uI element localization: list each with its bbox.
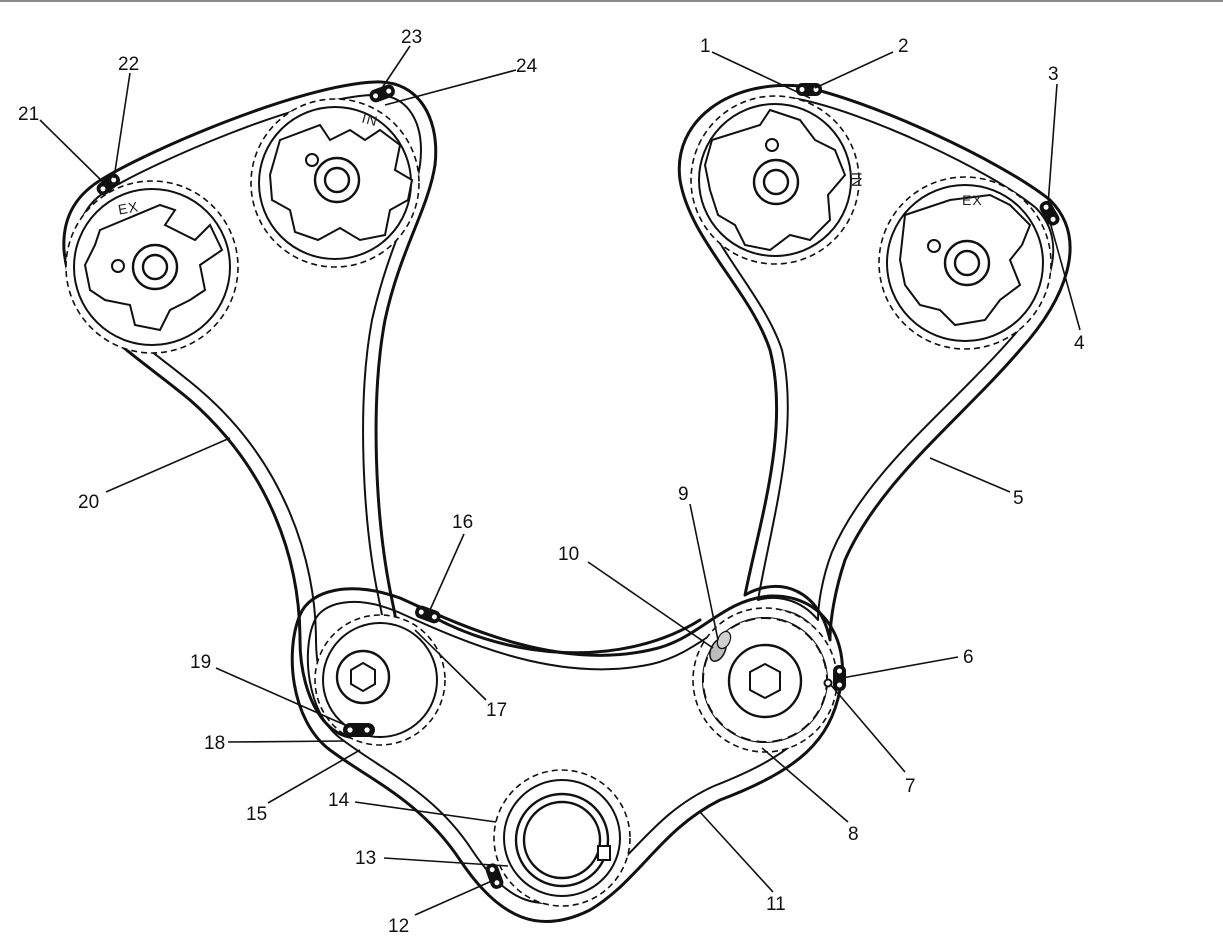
dowel-hole bbox=[111, 259, 125, 273]
timing-link-1 bbox=[796, 83, 822, 96]
callout-1: 1 bbox=[700, 36, 711, 57]
callout-21: 21 bbox=[18, 104, 39, 125]
timing-link-22 bbox=[96, 173, 121, 196]
intake-mark: IN bbox=[849, 172, 865, 188]
intake-mark: IN bbox=[360, 110, 380, 130]
callout-18: 18 bbox=[204, 733, 225, 754]
exhaust-mark: EX bbox=[962, 192, 983, 208]
top-border-line bbox=[0, 0, 1223, 2]
callout-14: 14 bbox=[328, 790, 350, 811]
callout-10: 10 bbox=[558, 544, 579, 565]
timing-link-6 bbox=[833, 665, 846, 691]
right-idler-sprocket bbox=[692, 607, 838, 753]
crankshaft-sprocket bbox=[493, 769, 631, 907]
idler-bolt-head bbox=[350, 661, 376, 693]
callout-7: 7 bbox=[905, 776, 916, 797]
timing-link-3 bbox=[1039, 200, 1060, 226]
exhaust-mark: EX bbox=[117, 198, 140, 217]
left-intake-cam-sprocket: IN bbox=[250, 98, 420, 268]
dowel-hole bbox=[765, 138, 779, 152]
crankshaft-bore-inner bbox=[522, 800, 602, 880]
callout-2: 2 bbox=[898, 36, 909, 57]
primary-chain-upper-span bbox=[416, 606, 702, 655]
callout-labels: 1 2 3 4 5 6 7 8 9 10 11 12 13 14 15 16 1… bbox=[18, 27, 1085, 937]
camshaft-bore bbox=[762, 168, 790, 196]
callout-20: 20 bbox=[78, 492, 99, 513]
callout-12: 12 bbox=[388, 916, 409, 937]
timing-mark-link-pair-upper bbox=[716, 630, 732, 650]
keyway bbox=[597, 845, 611, 861]
right-exhaust-cam-sprocket: EX bbox=[878, 176, 1052, 350]
timing-link-23 bbox=[369, 84, 395, 103]
callout-8: 8 bbox=[848, 824, 859, 845]
callout-22: 22 bbox=[118, 54, 139, 75]
callout-4: 4 bbox=[1074, 333, 1085, 354]
right-intake-cam-sprocket: IN bbox=[690, 95, 865, 265]
timing-link-16 bbox=[415, 605, 441, 624]
callout-23: 23 bbox=[401, 27, 422, 48]
callout-15: 15 bbox=[246, 804, 267, 825]
dowel-hole bbox=[927, 239, 941, 253]
callout-11: 11 bbox=[766, 894, 786, 915]
callout-9: 9 bbox=[678, 484, 689, 505]
camshaft-bore bbox=[323, 166, 351, 194]
camshaft-bore bbox=[953, 249, 981, 277]
callout-17: 17 bbox=[486, 700, 507, 721]
callout-3: 3 bbox=[1048, 64, 1059, 85]
idler-bolt-head bbox=[749, 662, 781, 700]
left-idler-sprocket bbox=[314, 614, 446, 746]
timing-link-18 bbox=[343, 723, 375, 737]
callout-24: 24 bbox=[516, 56, 538, 77]
dowel-hole bbox=[305, 153, 319, 167]
callout-6: 6 bbox=[963, 647, 974, 668]
callout-5: 5 bbox=[1013, 488, 1024, 509]
callout-19: 19 bbox=[190, 652, 211, 673]
leader-lines bbox=[39, 45, 1081, 916]
left-exhaust-cam-sprocket: EX bbox=[65, 180, 239, 354]
callout-16: 16 bbox=[452, 512, 473, 533]
camshaft-bore bbox=[141, 253, 169, 281]
callout-13: 13 bbox=[355, 848, 376, 869]
